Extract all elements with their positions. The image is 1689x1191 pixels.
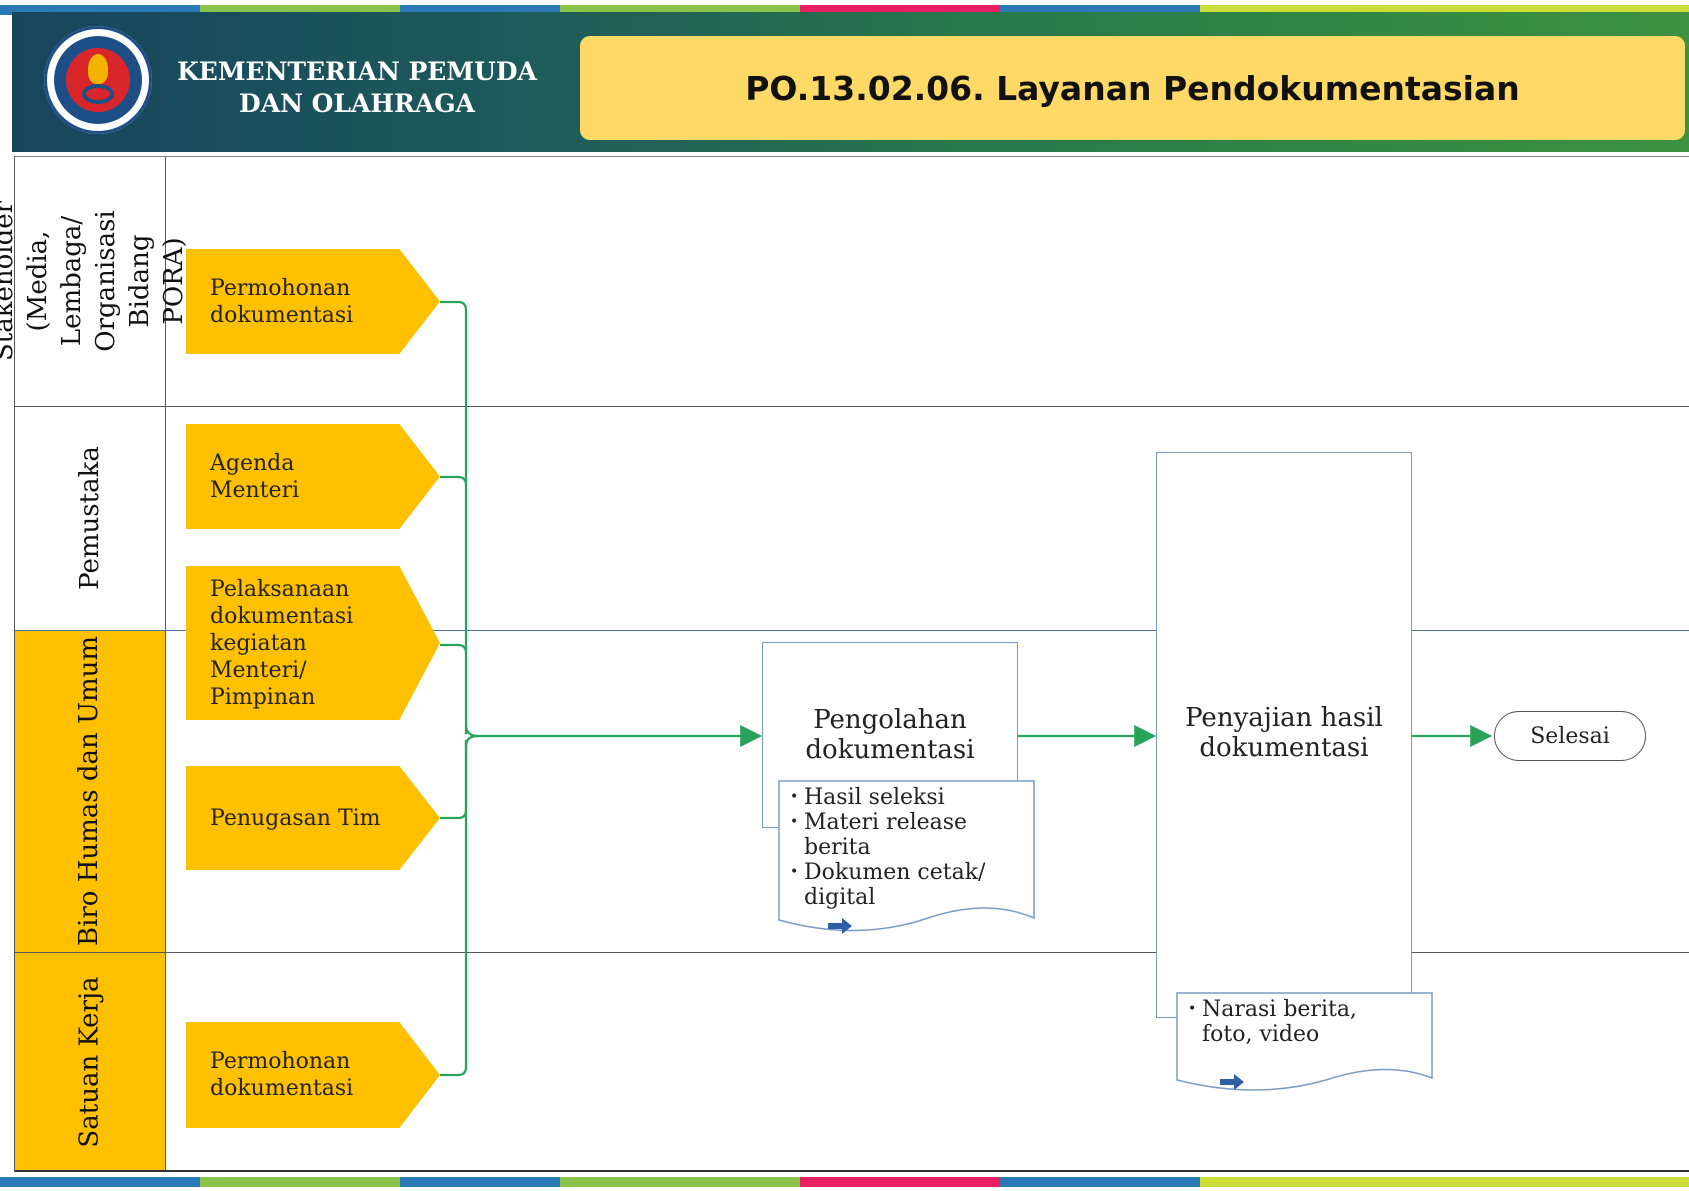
process-pengolahan-label: Pengolahan dokumentasi	[805, 705, 975, 765]
ministry-name: KEMENTERIAN PEMUDA DAN OLAHRAGA	[177, 57, 537, 118]
end-terminator: Selesai	[1494, 711, 1646, 761]
input-agenda-menteri-label: Agenda Menteri	[210, 450, 300, 503]
input-penugasan-tim: Penugasan Tim	[186, 766, 440, 870]
document-hasil-pengolahan: Hasil seleksi Materi release berita Doku…	[782, 785, 1028, 910]
lane-divider	[14, 952, 1689, 953]
lane-divider	[14, 1170, 1689, 1172]
connector-permohonan-satker	[440, 740, 468, 1077]
ministry-logo-icon	[44, 26, 152, 134]
connector-merge-lower	[464, 734, 479, 747]
connector-merge	[464, 724, 763, 747]
connector-agenda	[440, 475, 468, 486]
lane-divider	[14, 406, 1689, 407]
doc-item: Narasi berita, foto, video	[1188, 997, 1426, 1047]
doc-item: Hasil seleksi	[790, 785, 1028, 810]
input-permohonan-satker: Permohonan dokumentasi	[186, 1022, 440, 1128]
arrow-right-icon	[1220, 1074, 1244, 1090]
doc-item: Materi release berita	[790, 810, 1028, 860]
document-hasil-penyajian: Narasi berita, foto, video	[1180, 997, 1426, 1047]
lane-label-pemustaka: Pemustaka	[14, 406, 166, 630]
lane-label-satuan-kerja: Satuan Kerja	[14, 952, 166, 1172]
input-permohonan-stakeholder-label: Permohonan dokumentasi	[210, 275, 354, 328]
page-title: PO.13.02.06. Layanan Pendokumentasian	[745, 68, 1520, 108]
top-stripe	[0, 0, 1689, 15]
input-pelaksanaan-dokumentasi-label: Pelaksanaan dokumentasi kegiatan Menteri…	[210, 576, 354, 710]
connector-pelaksanaan	[440, 643, 468, 654]
process-penyajian: Penyajian hasil dokumentasi	[1156, 452, 1412, 1018]
input-pelaksanaan-dokumentasi: Pelaksanaan dokumentasi kegiatan Menteri…	[186, 566, 440, 720]
lane-label-biro-humas: Biro Humas dan Umum	[14, 630, 166, 952]
input-agenda-menteri: Agenda Menteri	[186, 424, 440, 529]
lane-left-border	[14, 156, 15, 1172]
connector-permohonan-stakeholder	[440, 300, 468, 734]
input-permohonan-satker-label: Permohonan dokumentasi	[210, 1049, 354, 1101]
header-bar: KEMENTERIAN PEMUDA DAN OLAHRAGA PO.13.02…	[12, 12, 1689, 152]
lane-divider	[14, 156, 1689, 157]
connector-penugasan	[440, 740, 468, 820]
title-box: PO.13.02.06. Layanan Pendokumentasian	[580, 36, 1685, 140]
input-permohonan-stakeholder: Permohonan dokumentasi	[186, 249, 440, 354]
input-penugasan-tim-label: Penugasan Tim	[210, 805, 381, 831]
end-terminator-label: Selesai	[1530, 723, 1610, 749]
lane-label-stakeholder: Stakeholder (Media, Lembaga/ Organisasi …	[0, 156, 190, 406]
process-penyajian-label: Penyajian hasil dokumentasi	[1185, 703, 1383, 763]
lane-divider	[14, 630, 1689, 631]
doc-item: Dokumen cetak/ digital	[790, 860, 1028, 910]
arrow-right-icon	[828, 918, 852, 934]
